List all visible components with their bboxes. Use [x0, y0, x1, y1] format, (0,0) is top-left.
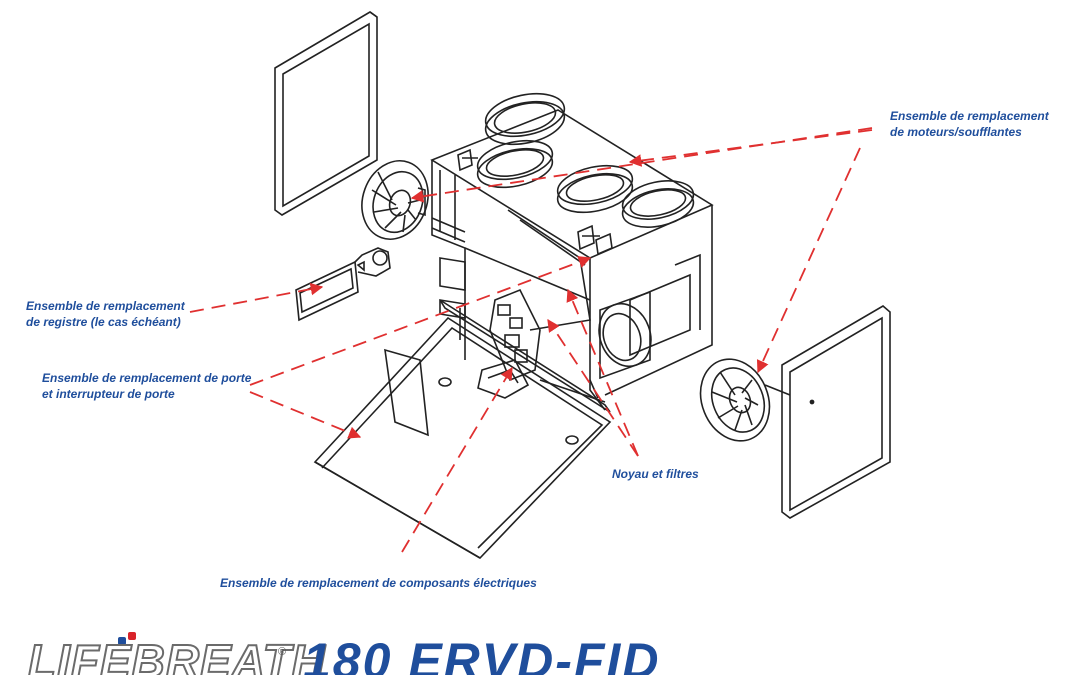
callout-motors-line1: Ensemble de remplacement: [890, 109, 1049, 123]
callout-motors-blowers: Ensemble de remplacement de moteurs/souf…: [890, 108, 1049, 140]
electrical-panel: [477, 288, 541, 399]
brand-logo: LIFEBREATH ® 180 ERVD-FID: [28, 630, 788, 675]
left-filter-frame: [274, 11, 378, 216]
right-side-panel: [781, 305, 891, 519]
logo-dots-icon: [118, 632, 136, 645]
damper-assembly: [295, 247, 391, 322]
callout-damper: Ensemble de remplacement de registre (le…: [26, 298, 185, 330]
callout-electrical: Ensemble de remplacement de composants é…: [220, 575, 537, 591]
callout-damper-line2: de registre (le cas échéant): [26, 315, 181, 329]
leader-core-b: [547, 318, 639, 457]
duct-collars: [457, 92, 695, 256]
callout-core-filters: Noyau et filtres: [612, 466, 699, 482]
callout-door: Ensemble de remplacement de porte et int…: [42, 370, 251, 402]
leader-motors-top: [628, 129, 873, 167]
left-blower-fan: [361, 160, 429, 240]
door-panel: [313, 316, 612, 560]
leader-motors-right: [756, 147, 861, 374]
registered-mark: ®: [278, 646, 287, 658]
leader-lines: [189, 127, 873, 553]
leader-door-panel: [249, 391, 362, 439]
leader-core-a: [566, 288, 639, 457]
leader-door-switch: [249, 256, 592, 386]
callout-electrical-line1: Ensemble de remplacement de composants é…: [220, 576, 537, 590]
main-cabinet: [430, 109, 714, 413]
callout-door-line2: et interrupteur de porte: [42, 387, 175, 401]
callout-motors-line2: de moteurs/soufflantes: [890, 125, 1022, 139]
callout-door-line1: Ensemble de remplacement de porte: [42, 371, 252, 385]
callout-core-line1: Noyau et filtres: [612, 467, 699, 481]
callout-damper-line1: Ensemble de remplacement: [26, 299, 185, 313]
model-title: 180 ERVD-FID: [303, 633, 661, 675]
brand-wordmark: LIFEBREATH: [28, 634, 326, 675]
leader-damper: [189, 282, 324, 313]
leader-electrical: [401, 366, 513, 553]
right-blower-fan: [699, 358, 791, 442]
